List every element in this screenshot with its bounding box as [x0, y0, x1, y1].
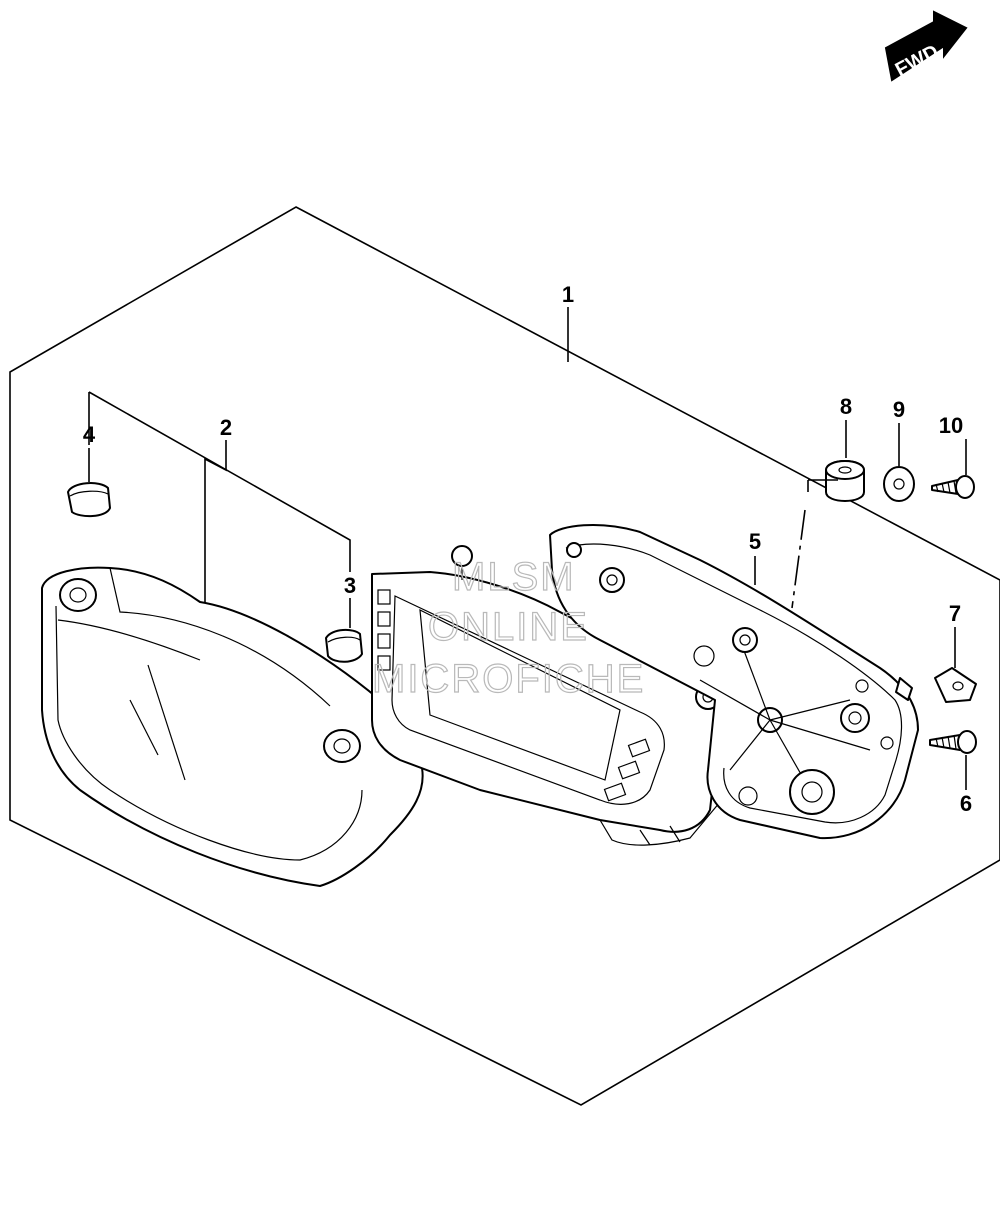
part-9-washer: [883, 466, 915, 502]
callout-7: 7: [949, 601, 961, 626]
part-4-cap: [67, 482, 111, 518]
assembly-boundary: [9, 206, 1000, 1106]
watermark-line-3: MICROFICHE: [372, 657, 645, 701]
callout-1: 1: [562, 282, 574, 307]
callout-9: 9: [893, 397, 905, 422]
fwd-arrow-icon: FWD: [884, 10, 968, 82]
watermark-line-1: MLSM: [452, 555, 576, 599]
part-3-cap: [325, 628, 363, 663]
callout-2: 2: [220, 415, 232, 440]
part-1-instrument-panel: [371, 545, 741, 846]
part-10-screw: [931, 475, 975, 499]
watermark: MLSM ONLINE MICROFICHE: [371, 554, 645, 701]
callout-5: 5: [749, 529, 761, 554]
callout-8: 8: [840, 394, 852, 419]
watermark-line-2: ONLINE: [428, 605, 589, 649]
part-8-grommet: [825, 460, 865, 502]
callout-10: 10: [939, 413, 963, 438]
part-5-rear-housing: [549, 523, 919, 840]
part-2-meter-cover: [41, 566, 424, 887]
part-6-screw: [929, 730, 977, 754]
callout-3: 3: [344, 573, 356, 598]
callout-4: 4: [83, 422, 96, 447]
callout-6: 6: [960, 791, 972, 816]
part-7-clip-nut: [934, 667, 977, 703]
